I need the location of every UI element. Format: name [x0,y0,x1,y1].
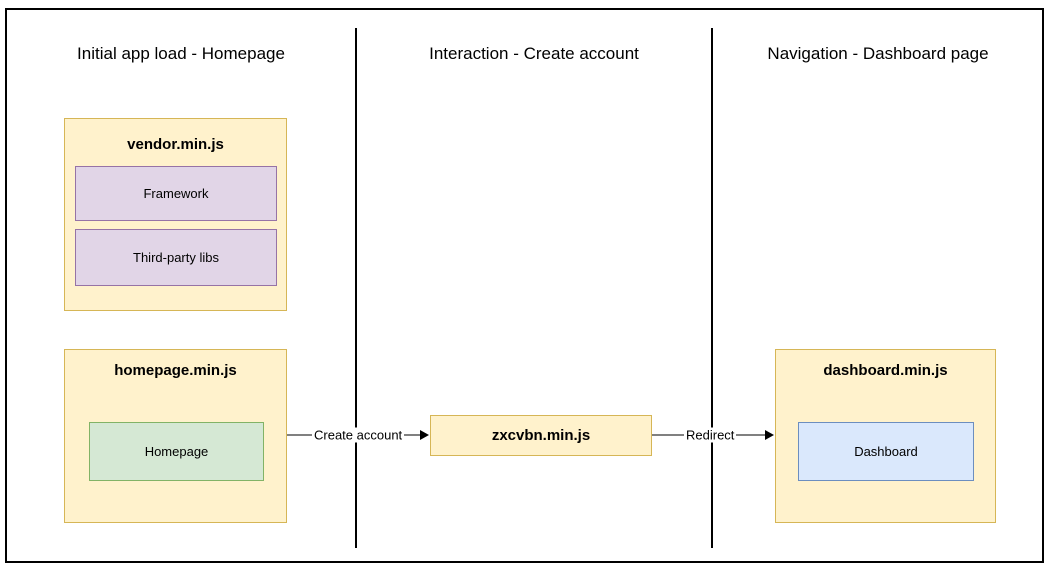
edge-create-account: Create account [287,425,431,445]
edge-redirect: Redirect [652,425,776,445]
column-header-initial-load: Initial app load - Homepage [77,44,285,63]
module-framework[interactable]: Framework [75,166,277,221]
module-homepage[interactable]: Homepage [89,422,264,481]
module-dashboard[interactable]: Dashboard [798,422,974,481]
swimlane-divider-2 [711,28,713,548]
bundle-dashboard[interactable]: dashboard.min.js Dashboard [775,349,996,523]
bundle-zxcvbn[interactable]: zxcvbn.min.js [430,415,652,456]
edge-create-account-label: Create account [312,427,405,443]
arrowhead-icon [765,430,774,440]
bundle-vendor-title: vendor.min.js [127,136,224,153]
bundle-vendor[interactable]: vendor.min.js Framework Third-party libs [64,118,287,311]
swimlane-divider-1 [355,28,357,548]
column-header-navigation: Navigation - Dashboard page [767,44,989,63]
bundle-dashboard-title: dashboard.min.js [823,362,948,379]
bundle-homepage-title: homepage.min.js [114,362,237,379]
module-third-party-libs[interactable]: Third-party libs [75,229,277,286]
arrowhead-icon [420,430,429,440]
bundle-homepage[interactable]: homepage.min.js Homepage [64,349,287,523]
edge-redirect-label: Redirect [684,427,737,443]
column-header-interaction: Interaction - Create account [429,44,639,63]
